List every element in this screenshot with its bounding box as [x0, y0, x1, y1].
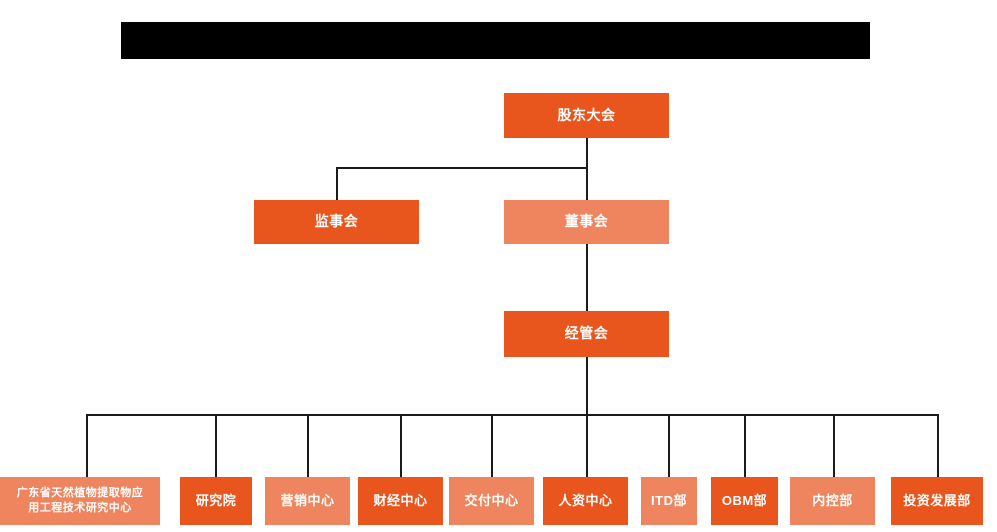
connector-drop-supervisors [336, 167, 338, 200]
node-finance-center[interactable]: 财经中心 [358, 477, 443, 525]
connector-level1-bus [336, 167, 588, 169]
connector-shareholders-stem [586, 138, 588, 168]
connector-drop-finance-center [400, 414, 402, 477]
connector-management-stem [586, 357, 588, 415]
node-research-institute[interactable]: 研究院 [180, 477, 252, 525]
node-gd-research-center[interactable]: 广东省天然植物提取物应 用工程技术研究中心 [0, 477, 160, 525]
node-gd-research-center-line2: 用工程技术研究中心 [28, 502, 132, 514]
node-marketing-center[interactable]: 营销中心 [265, 477, 350, 525]
node-internal-control-department[interactable]: 内控部 [790, 477, 875, 525]
connector-drop-directors [586, 167, 588, 200]
connector-drop-investment-development-department [937, 414, 939, 477]
connector-drop-marketing-center [307, 414, 309, 477]
node-board-of-directors[interactable]: 董事会 [504, 200, 669, 244]
node-obm-department[interactable]: OBM部 [711, 477, 778, 525]
connector-drop-research-institute [215, 414, 217, 477]
node-delivery-center[interactable]: 交付中心 [449, 477, 534, 525]
redacted-title-bar [121, 22, 870, 59]
connector-drop-gd-research-center [86, 414, 88, 477]
connector-drop-internal-control-department [833, 414, 835, 477]
node-investment-development-department[interactable]: 投资发展部 [891, 477, 983, 525]
connector-directors-to-management [586, 243, 588, 311]
node-management-committee[interactable]: 经管会 [504, 311, 669, 357]
connector-level4-bus [86, 414, 938, 416]
node-itd-department[interactable]: ITD部 [641, 477, 697, 525]
connector-drop-obm-department [744, 414, 746, 477]
node-hr-center[interactable]: 人资中心 [543, 477, 628, 525]
node-gd-research-center-label: 广东省天然植物提取物应 用工程技术研究中心 [17, 486, 144, 516]
node-shareholders-meeting[interactable]: 股东大会 [504, 93, 669, 138]
connector-drop-itd-department [668, 414, 670, 477]
node-board-of-supervisors[interactable]: 监事会 [254, 200, 419, 244]
connector-drop-delivery-center [491, 414, 493, 477]
connector-drop-hr-center [586, 414, 588, 477]
node-gd-research-center-line1: 广东省天然植物提取物应 [16, 487, 144, 500]
